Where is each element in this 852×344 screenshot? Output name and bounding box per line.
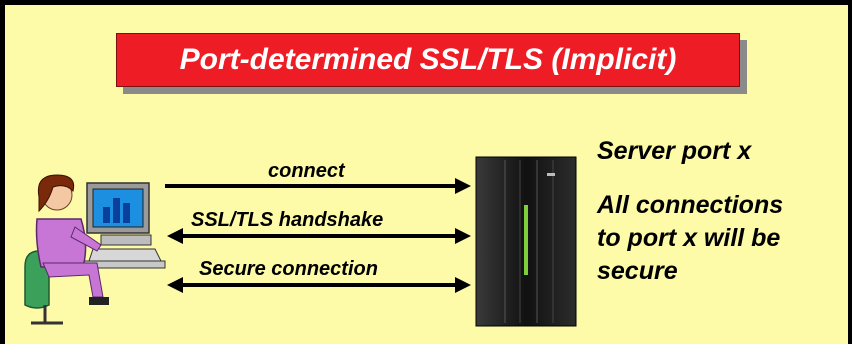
arrow-secure-connection (167, 277, 471, 293)
title-banner: Port-determined SSL/TLS (Implicit) (116, 33, 740, 87)
user-at-computer-icon (24, 174, 166, 325)
slide-title: Port-determined SSL/TLS (Implicit) (179, 43, 677, 76)
all-connections-line2: to port x will be (597, 224, 781, 252)
all-connections-line3: secure (597, 257, 678, 285)
connect-label: connect (268, 160, 345, 182)
handshake-label: SSL/TLS handshake (191, 209, 384, 231)
mainframe-server-icon (475, 156, 577, 327)
server-port-text: Server port x (597, 137, 752, 165)
all-connections-line1: All connections (597, 191, 784, 219)
arrow-ssl-tls-handshake (167, 228, 471, 244)
diagram-canvas (24, 156, 577, 327)
arrow-connect (165, 178, 471, 194)
secure-connection-label: Secure connection (199, 258, 378, 280)
slide-background: Port-determined SSL/TLS (Implicit) (5, 5, 848, 344)
